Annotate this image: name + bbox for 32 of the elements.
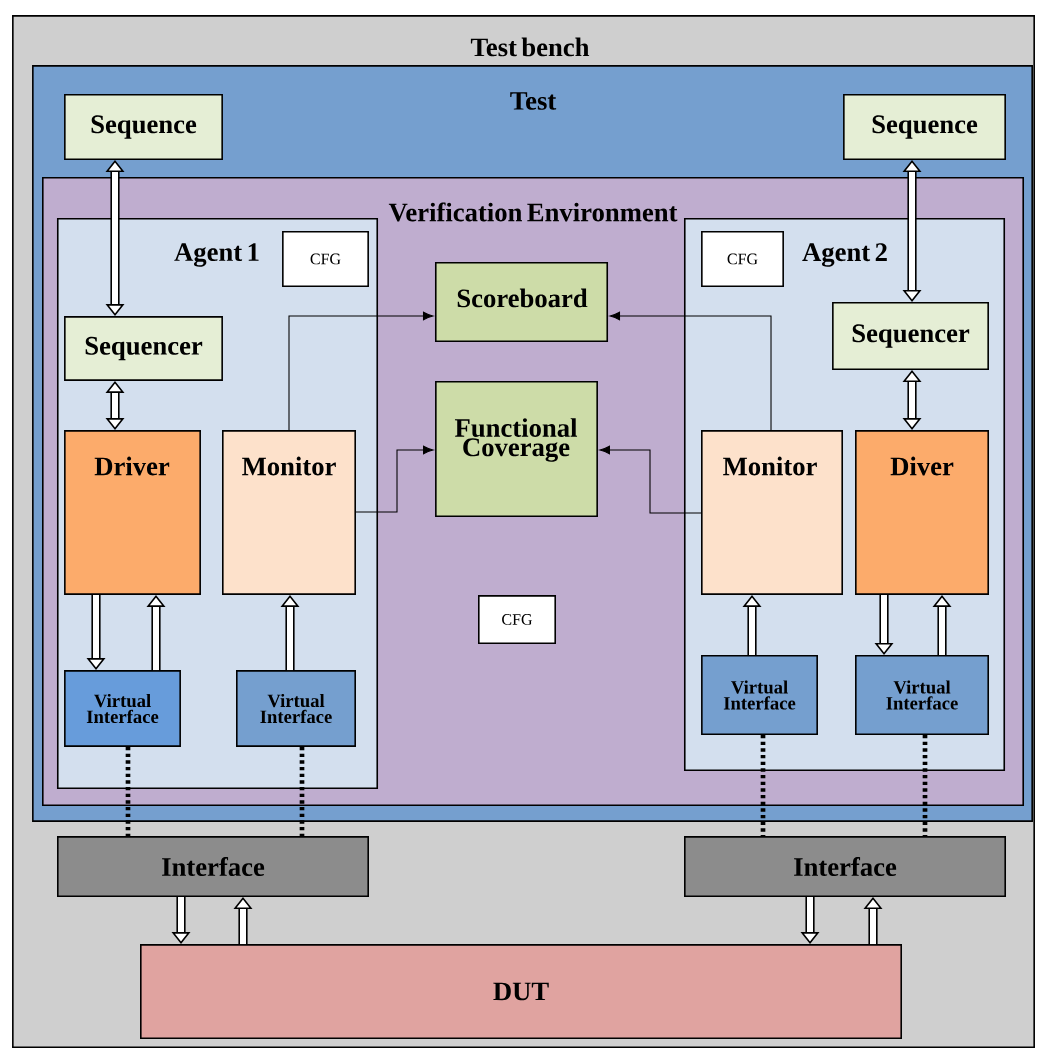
block-arrow	[105, 160, 125, 316]
coverage-box: Functional Coverage	[435, 381, 598, 517]
cfg-box: CFG	[701, 231, 784, 287]
cfg-box: CFG	[478, 595, 556, 644]
block-arrow	[902, 370, 922, 430]
arrow	[355, 445, 434, 513]
virtual-interface-box: Virtual Interface	[64, 670, 181, 747]
sequencer-box: Sequencer	[832, 302, 989, 370]
scoreboard-box: Scoreboard	[434, 262, 609, 342]
dotted-connector	[760, 735, 766, 837]
driver-box: Diver	[855, 430, 989, 595]
arrow	[609, 311, 772, 431]
block-arrow	[105, 381, 125, 430]
arrow	[288, 311, 434, 431]
dotted-connector	[299, 746, 305, 837]
sequence-box: Sequence	[64, 94, 223, 160]
dotted-connector	[922, 735, 928, 837]
cfg-box: CFG	[282, 231, 369, 287]
virtual-interface-box: Virtual Interface	[236, 670, 356, 747]
sequencer-box: Sequencer	[64, 316, 223, 381]
sequence-box: Sequence	[843, 94, 1006, 160]
virtual-interface-box: Virtual Interface	[701, 655, 818, 735]
block-arrow	[902, 160, 922, 302]
driver-box: Driver	[64, 430, 201, 595]
dotted-connector	[125, 746, 131, 837]
interface-box: Interface	[684, 836, 1006, 897]
arrow	[599, 445, 702, 514]
dut-box: DUT	[140, 944, 902, 1039]
virtual-interface-box: Virtual Interface	[855, 655, 989, 735]
monitor-box: Monitor	[701, 430, 843, 595]
interface-box: Interface	[57, 836, 369, 897]
monitor-box: Monitor	[222, 430, 356, 595]
